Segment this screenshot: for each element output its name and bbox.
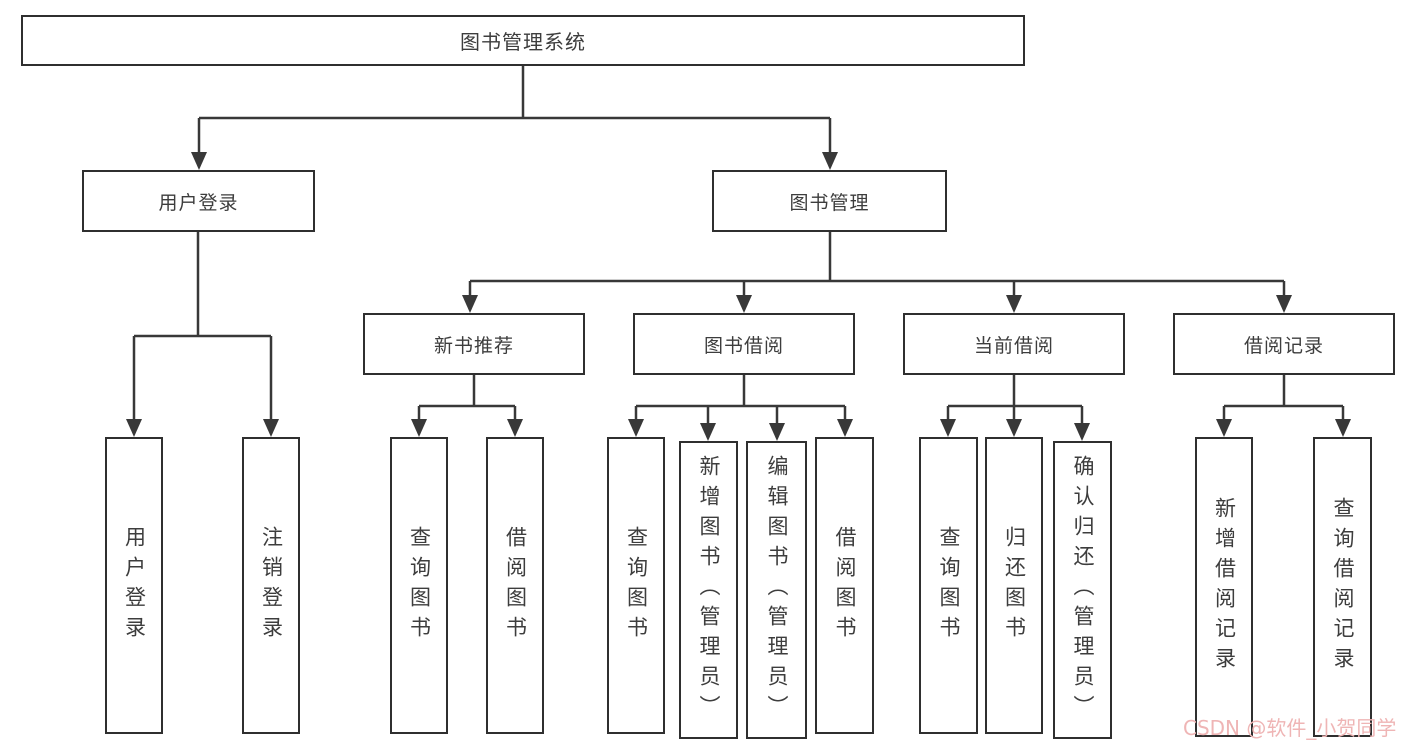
node-confirm-return-admin: 确认归还（管理员） [1053, 441, 1112, 739]
node-label: 用户登录 [122, 525, 147, 646]
node-query-books-2: 查询图书 [607, 437, 665, 734]
node-label: 借阅图书 [833, 525, 857, 646]
node-book-borrowing: 图书借阅 [633, 313, 855, 375]
node-label: 借阅图书 [503, 525, 528, 646]
node-book-management: 图书管理 [712, 170, 947, 232]
node-label: 图书管理 [789, 191, 870, 214]
node-user-login: 用户登录 [82, 170, 315, 232]
node-label: 图书管理系统 [460, 30, 586, 54]
node-label: 编辑图书（管理员） [765, 455, 789, 725]
node-label: 确认归还（管理员） [1071, 455, 1095, 725]
node-edit-book-admin: 编辑图书（管理员） [746, 441, 807, 739]
node-borrowing-records: 借阅记录 [1173, 313, 1395, 375]
node-add-borrow-record: 新增借阅记录 [1195, 437, 1253, 737]
node-query-books-3: 查询图书 [919, 437, 978, 734]
node-label: 当前借阅 [973, 334, 1054, 357]
node-logout: 注销登录 [242, 437, 300, 734]
node-label: 注销登录 [259, 525, 284, 646]
node-return-books: 归还图书 [985, 437, 1043, 734]
node-root: 图书管理系统 [21, 15, 1025, 66]
node-query-borrow-record: 查询借阅记录 [1313, 437, 1372, 737]
node-label: 归还图书 [1002, 525, 1027, 646]
node-label: 查询图书 [937, 525, 961, 646]
node-label: 查询图书 [407, 525, 432, 646]
node-current-borrowing: 当前借阅 [903, 313, 1125, 375]
node-add-book-admin: 新增图书（管理员） [679, 441, 738, 739]
node-user-login-leaf: 用户登录 [105, 437, 163, 734]
node-label: 借阅记录 [1243, 334, 1324, 357]
node-new-book-recommend: 新书推荐 [363, 313, 585, 375]
node-label: 新增图书（管理员） [697, 455, 721, 725]
node-label: 查询图书 [624, 525, 649, 646]
node-label: 用户登录 [158, 191, 239, 214]
node-borrow-books-1: 借阅图书 [486, 437, 544, 734]
node-query-books-1: 查询图书 [390, 437, 448, 734]
node-label: 查询借阅记录 [1331, 497, 1355, 677]
node-label: 新书推荐 [433, 334, 514, 357]
node-label: 图书借阅 [703, 334, 784, 357]
node-label: 新增借阅记录 [1212, 497, 1237, 677]
node-borrow-books-2: 借阅图书 [815, 437, 874, 734]
